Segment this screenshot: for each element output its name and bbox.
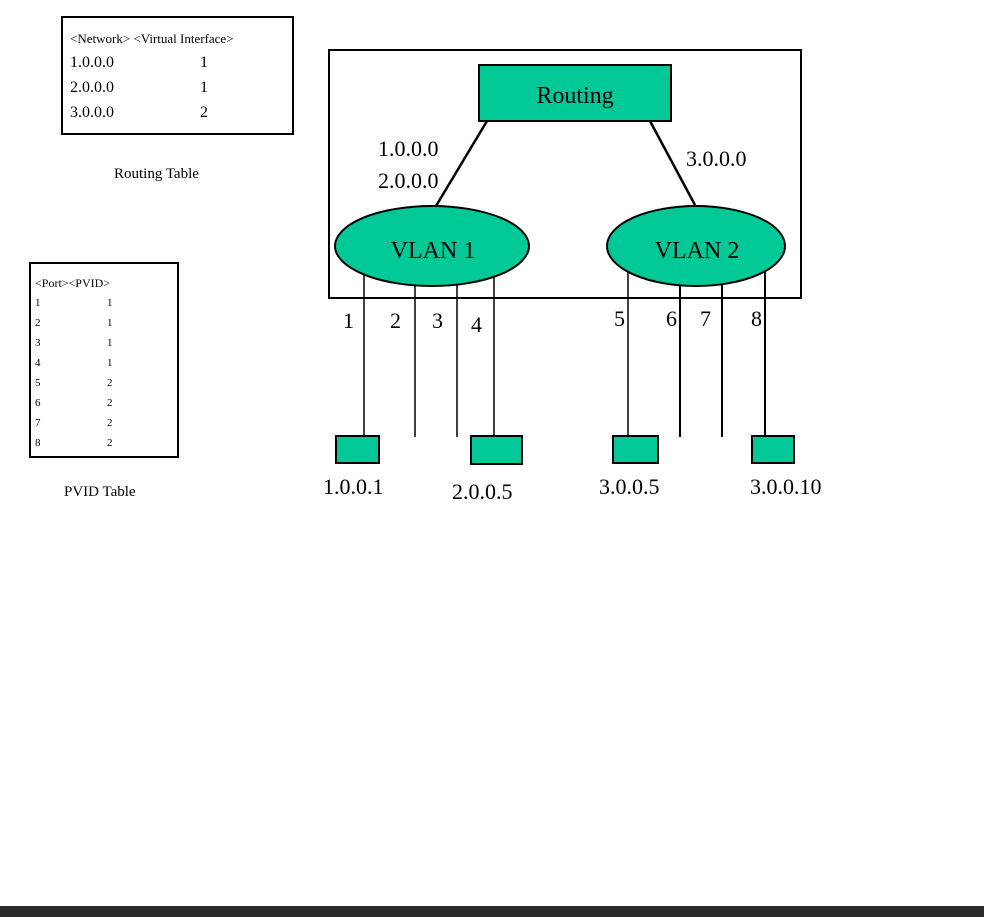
- pvid-table-rows: 1 1 2 1 3 1 4 1 5 2 6 2 7 2 8 2: [35, 297, 113, 449]
- pvid-table-header: <Port><PVID>: [35, 276, 110, 290]
- routing-label: Routing: [536, 83, 613, 109]
- pvid-table-pvid: 2: [107, 437, 113, 449]
- vlan1-label: VLAN 1: [391, 238, 476, 264]
- port-number: 5: [614, 306, 625, 331]
- pvid-table-port: 4: [35, 357, 41, 369]
- routing-table-caption: Routing Table: [114, 166, 199, 182]
- host-box: [470, 435, 523, 465]
- vlan2-ellipse: [606, 205, 786, 287]
- routing-table-box: [61, 16, 294, 135]
- pvid-table-pvid: 1: [107, 297, 113, 309]
- bottom-bar: [0, 906, 984, 917]
- vlan2-label: VLAN 2: [655, 238, 740, 264]
- pvid-table-pvid: 1: [107, 337, 113, 349]
- routing-vlan1-link: [434, 120, 489, 207]
- link2-label: 3.0.0.0: [686, 146, 747, 171]
- pvid-table-pvid: 2: [107, 417, 113, 429]
- routing-table-network: 3.0.0.0: [70, 104, 114, 121]
- pvid-table-pvid: 2: [107, 377, 113, 389]
- port-number: 7: [700, 306, 711, 331]
- pvid-table-port: 7: [35, 417, 41, 429]
- host-box: [751, 435, 795, 464]
- pvid-table-pvid: 1: [107, 317, 113, 329]
- routing-table-header: <Network> <Virtual Interface>: [70, 31, 234, 46]
- port-number: 4: [471, 312, 482, 337]
- routing-table-vif: 1: [200, 79, 208, 96]
- port-number: 3: [432, 308, 443, 333]
- vlan1-ellipse: [334, 205, 530, 287]
- port-number: 1: [343, 308, 354, 333]
- host-label: 3.0.0.10: [750, 474, 822, 499]
- port-numbers: 1 2 3 4 5 6 7 8: [343, 306, 762, 337]
- pvid-table-port: 3: [35, 337, 41, 349]
- host-label: 1.0.0.1: [323, 474, 384, 499]
- pvid-table-port: 8: [35, 437, 41, 449]
- routing-vlan2-link: [648, 120, 697, 206]
- routing-table-vif: 2: [200, 104, 208, 121]
- link1-label: 1.0.0.0: [378, 136, 439, 161]
- host-box: [612, 435, 659, 464]
- pvid-table-pvid: 2: [107, 397, 113, 409]
- pvid-table-pvid: 1: [107, 357, 113, 369]
- pvid-table-port: 1: [35, 297, 41, 309]
- routing-table-network: 2.0.0.0: [70, 79, 114, 96]
- routing-table-vif: 1: [200, 54, 208, 71]
- port-number: 8: [751, 306, 762, 331]
- routing-box: [478, 64, 672, 122]
- routing-table-network: 1.0.0.0: [70, 54, 114, 71]
- host-box: [335, 435, 380, 464]
- port-lines: [363, 270, 766, 437]
- host-label: 3.0.0.5: [599, 474, 660, 499]
- port-number: 2: [390, 308, 401, 333]
- port-number: 6: [666, 306, 677, 331]
- host-label: 2.0.0.5: [452, 479, 513, 504]
- link1-label: 2.0.0.0: [378, 168, 439, 193]
- pvid-table-port: 5: [35, 377, 41, 389]
- pvid-table-caption: PVID Table: [64, 484, 136, 500]
- pvid-table-box: [29, 262, 179, 458]
- switch-box: [328, 49, 802, 299]
- pvid-table-port: 6: [35, 397, 41, 409]
- pvid-table-port: 2: [35, 317, 41, 329]
